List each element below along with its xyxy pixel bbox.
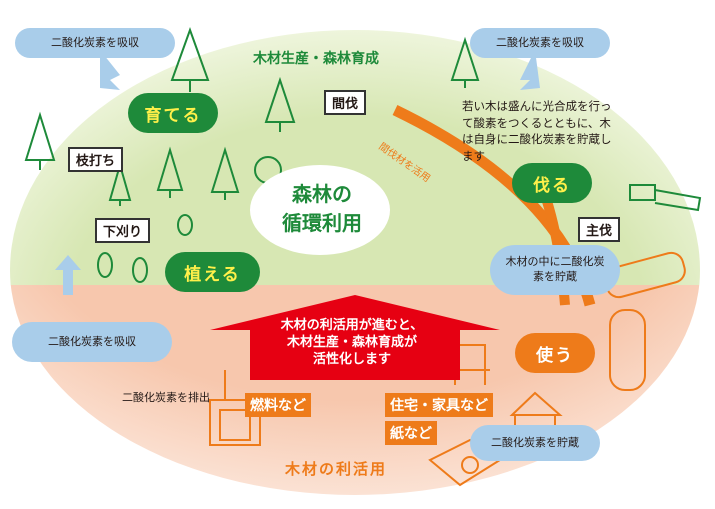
use-housing: 住宅・家具など [385, 393, 493, 417]
arrow-icons [55, 50, 540, 295]
stage-cut: 伐る [512, 163, 592, 203]
co2-absorb-left-top: 二酸化炭素を吸収 [15, 28, 175, 58]
task-final-cut: 主伐 [578, 217, 621, 242]
stage-use: 使う [515, 333, 595, 373]
arrow-text-line3: 活性化します [312, 351, 391, 367]
use-fuel: 燃料など [245, 393, 311, 417]
co2-store-house: 二酸化炭素を貯蔵 [470, 425, 600, 461]
tree-icons [24, 27, 480, 283]
task-weeding: 下刈り [95, 218, 151, 243]
co2-store-wood: 木材の中に二酸化炭素を貯蔵 [490, 245, 620, 295]
center-line2: 循環利用 [282, 211, 362, 235]
arrow-text-line1: 木材の利活用が進むと、 [280, 318, 424, 333]
title-top: 木材生産・森林育成 [253, 51, 379, 67]
center-circle [250, 165, 390, 255]
use-paper: 紙など [385, 421, 437, 445]
task-thinning: 間伐 [324, 90, 367, 115]
stage-plant: 植える [165, 252, 260, 292]
co2-emit: 二酸化炭素を排出 [122, 390, 210, 404]
task-pruning: 枝打ち [68, 147, 124, 172]
co2-absorb-right-top: 二酸化炭素を吸収 [470, 28, 610, 58]
arrow-text: 木材の利活用が進むと、 木材生産・森林育成が 活性化します [252, 318, 452, 369]
title-bottom: 木材の利活用 [285, 460, 388, 478]
center-line1: 森林の [292, 182, 352, 206]
arrow-text-line2: 木材生産・森林育成が [286, 334, 417, 350]
red-arrow [210, 295, 500, 380]
stage-grow: 育てる [128, 93, 218, 133]
description-text: 若い木は盛んに光合成を行って酸素をつくるとともに、木は自身に二酸化炭素を貯蔵しま… [462, 99, 612, 164]
chainsaw-icon [629, 184, 702, 212]
center-title: 森林の 循環利用 [272, 180, 372, 238]
co2-absorb-left-mid: 二酸化炭素を吸収 [12, 322, 172, 362]
